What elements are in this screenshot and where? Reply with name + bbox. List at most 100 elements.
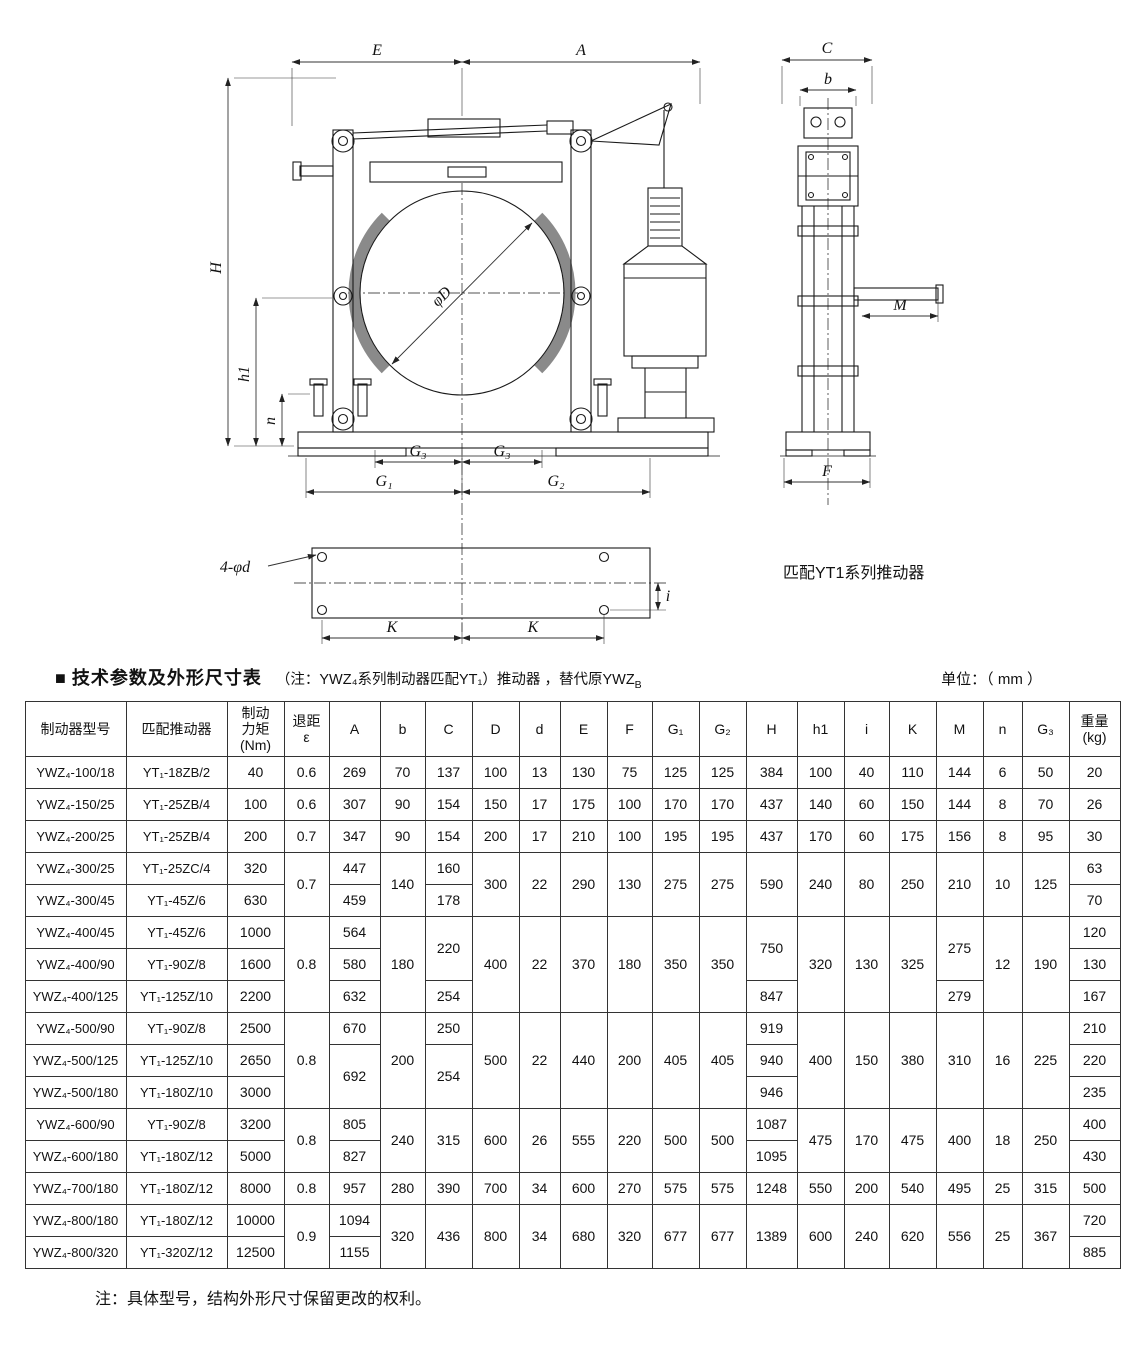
- table-cell: 275: [698, 851, 747, 917]
- table-cell: YWZ₄-400/125: [24, 979, 127, 1013]
- table-cell: 436: [424, 1203, 473, 1269]
- table-cell: 34: [518, 1171, 561, 1205]
- dim-label-G1: G₁: [375, 473, 392, 490]
- table-cell: 370: [559, 915, 608, 1013]
- table-cell: 555: [559, 1107, 608, 1173]
- dim-label-G3-right: G₃: [493, 443, 510, 460]
- section-note: （注：YWZ₄系列制动器匹配YT₁）推动器 ，替代原YWZB: [276, 668, 642, 691]
- table-cell: 144: [935, 755, 984, 789]
- table-cell: YWZ₄-600/180: [24, 1139, 127, 1173]
- table-cell: 280: [379, 1171, 426, 1205]
- table-cell: 210: [935, 851, 984, 917]
- table-cell: 400: [796, 1011, 845, 1109]
- section-bullet-icon: ■: [55, 668, 66, 688]
- table-cell: YT₁-320Z/12: [125, 1235, 228, 1269]
- table-cell: 3000: [226, 1075, 285, 1109]
- table-cell: 940: [745, 1043, 798, 1077]
- table-cell: YT₁-125Z/10: [125, 979, 228, 1013]
- table-cell: 160: [424, 851, 473, 885]
- table-cell: 156: [935, 819, 984, 853]
- table-cell: 125: [651, 755, 700, 789]
- dim-label-K-right: K: [527, 619, 540, 636]
- table-cell: 347: [328, 819, 381, 853]
- table-cell: 885: [1068, 1235, 1121, 1269]
- table-cell: 1248: [745, 1171, 798, 1205]
- table-cell: 677: [651, 1203, 700, 1269]
- table-cell: 250: [424, 1011, 473, 1045]
- table-cell: 140: [379, 851, 426, 917]
- table-cell: 0.6: [283, 787, 330, 821]
- table-cell: 180: [606, 915, 653, 1013]
- table-cell: 805: [328, 1107, 381, 1141]
- table-cell: 210: [1068, 1011, 1121, 1045]
- table-cell: 195: [651, 819, 700, 853]
- table-cell: 200: [606, 1011, 653, 1109]
- table-cell: 320: [606, 1203, 653, 1269]
- table-cell: 290: [559, 851, 608, 917]
- column-header: A: [328, 700, 381, 757]
- table-cell: 22: [518, 851, 561, 917]
- brake-drawing-svg: E A C b H h1 n G₃ G₃ G₁ G₂ φD M F 4-φd i…: [208, 40, 944, 644]
- table-cell: YT₁-90Z/8: [125, 947, 228, 981]
- dim-label-phiD: φD: [429, 283, 456, 310]
- table-cell: 847: [745, 979, 798, 1013]
- table-cell: 130: [843, 915, 890, 1013]
- table-cell: 30: [1068, 819, 1121, 853]
- table-cell: 0.9: [283, 1203, 330, 1269]
- table-cell: 63: [1068, 851, 1121, 885]
- table-cell: 12500: [226, 1235, 285, 1269]
- table-cell: 150: [843, 1011, 890, 1109]
- table-cell: 120: [1068, 915, 1121, 949]
- table-cell: 8: [982, 787, 1023, 821]
- table-cell: 70: [1021, 787, 1070, 821]
- table-cell: 110: [888, 755, 937, 789]
- column-header: K: [888, 700, 937, 757]
- table-cell: 310: [935, 1011, 984, 1109]
- column-header: H: [745, 700, 798, 757]
- table-cell: 140: [796, 787, 845, 821]
- table-cell: 16: [982, 1011, 1023, 1109]
- table-cell: 26: [1068, 787, 1121, 821]
- table-cell: 170: [698, 787, 747, 821]
- dim-label-G3-left: G₃: [409, 443, 426, 460]
- table-cell: 130: [559, 755, 608, 789]
- table-cell: 95: [1021, 819, 1070, 853]
- column-header: G₁: [651, 700, 700, 757]
- table-cell: 220: [1068, 1043, 1121, 1077]
- table-cell: 240: [843, 1203, 890, 1269]
- table-cell: 154: [424, 819, 473, 853]
- table-cell: YWZ₄-600/90: [24, 1107, 127, 1141]
- table-cell: 600: [559, 1171, 608, 1205]
- table-cell: 620: [888, 1203, 937, 1269]
- table-cell: 275: [651, 851, 700, 917]
- table-cell: YT₁-45Z/6: [125, 915, 228, 949]
- table-cell: YWZ₄-300/25: [24, 851, 127, 885]
- table-cell: 8: [982, 819, 1023, 853]
- table-cell: 459: [328, 883, 381, 917]
- table-cell: 60: [843, 819, 890, 853]
- table-cell: 225: [1021, 1011, 1070, 1109]
- table-cell: 2650: [226, 1043, 285, 1077]
- table-cell: 700: [471, 1171, 520, 1205]
- column-header: G₃: [1021, 700, 1070, 757]
- table-cell: 170: [843, 1107, 890, 1173]
- dim-label-C: C: [822, 40, 833, 57]
- table-cell: YWZ₄-400/45: [24, 915, 127, 949]
- table-cell: 40: [226, 755, 285, 789]
- table-cell: 190: [1021, 915, 1070, 1013]
- table-cell: 680: [559, 1203, 608, 1269]
- dimension-lines: [225, 57, 939, 644]
- column-header: n: [982, 700, 1023, 757]
- table-cell: 20: [1068, 755, 1121, 789]
- table-cell: 800: [471, 1203, 520, 1269]
- dim-label-F: F: [821, 463, 832, 480]
- table-cell: YT₁-180Z/12: [125, 1171, 228, 1205]
- table-cell: 12: [982, 915, 1023, 1013]
- table-cell: YT₁-180Z/10: [125, 1075, 228, 1109]
- table-cell: 0.8: [283, 915, 330, 1013]
